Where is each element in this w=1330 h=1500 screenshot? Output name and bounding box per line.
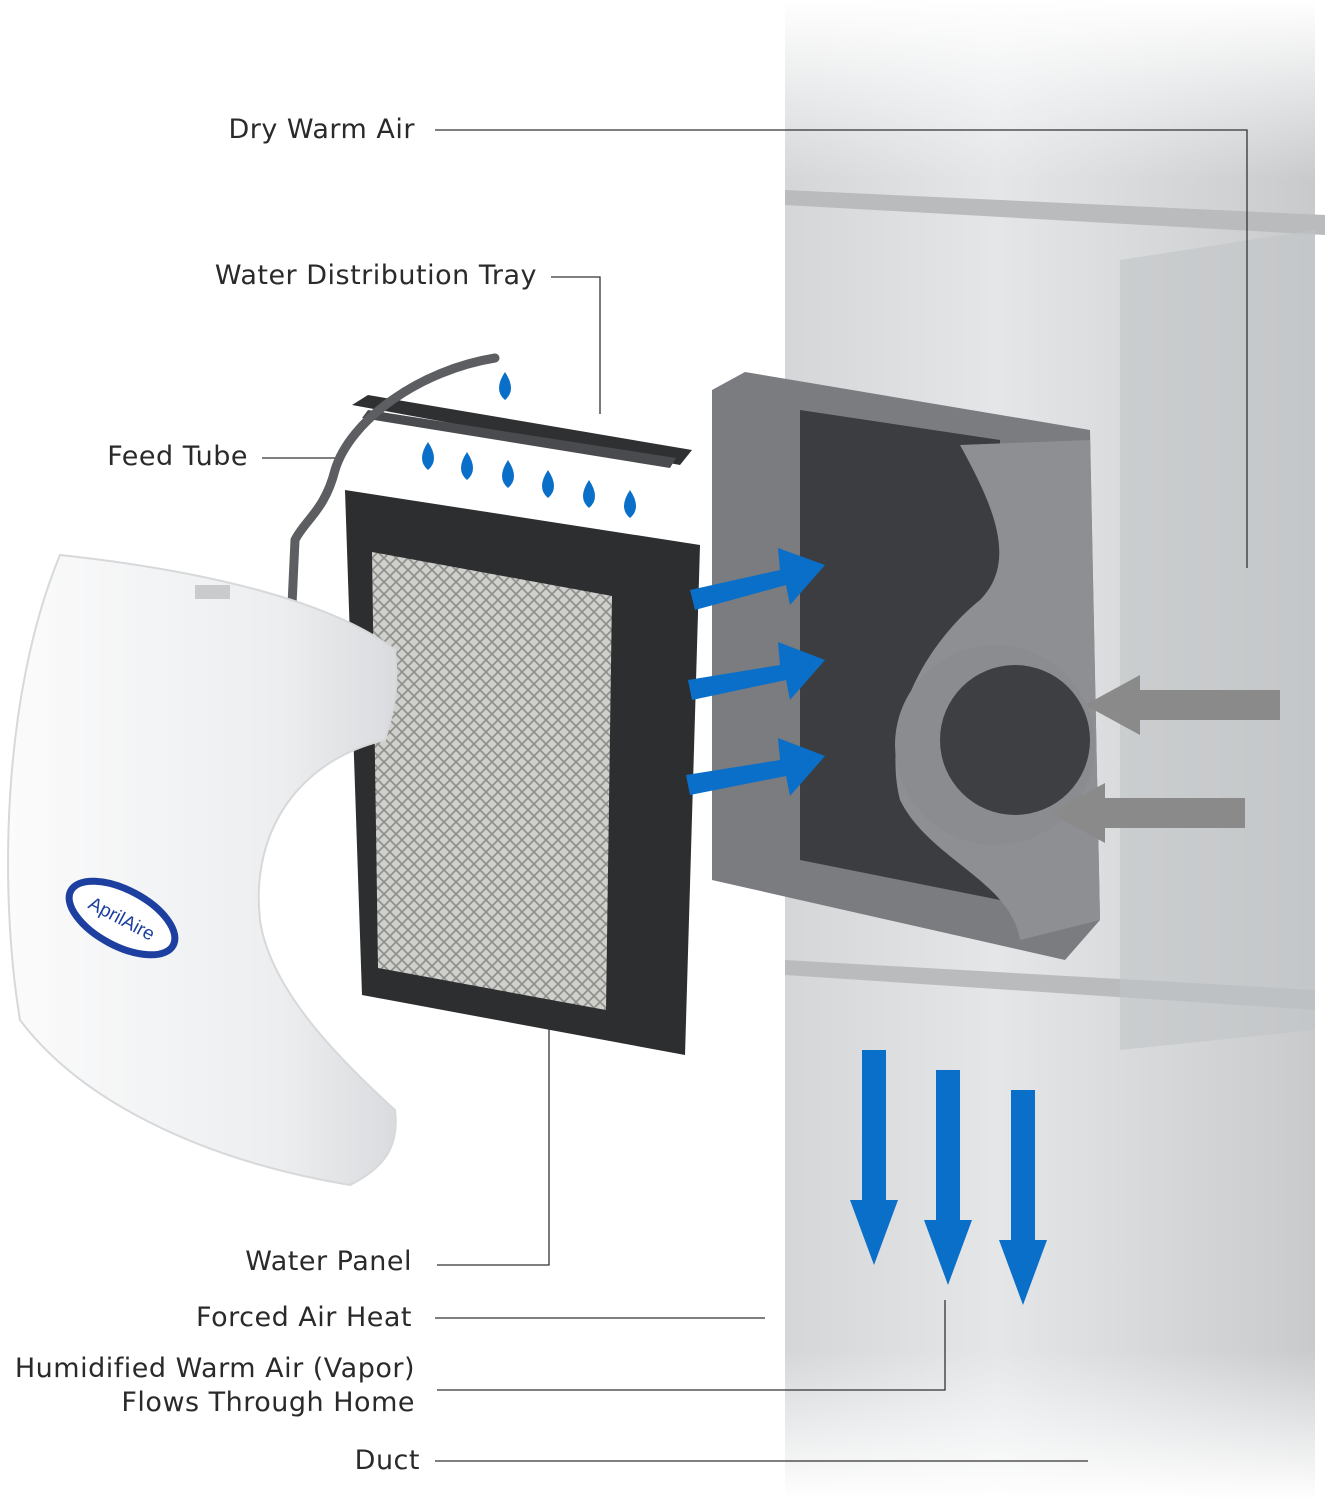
blue-arrow-down-3 <box>999 1090 1047 1305</box>
blue-arrow-2 <box>688 642 825 700</box>
water-drop-icon <box>583 480 595 508</box>
label-water-panel: Water Panel <box>245 1246 412 1277</box>
label-water-distribution-tray: Water Distribution Tray <box>214 260 537 291</box>
water-drop-icon <box>499 372 511 400</box>
leader-humidified-air <box>437 1300 946 1391</box>
water-drop-icon <box>461 452 473 480</box>
blue-airflow-arrows <box>686 548 1047 1305</box>
water-drop-icon <box>422 442 434 470</box>
water-panel <box>345 490 700 1055</box>
label-humidified-line2: Flows Through Home <box>121 1387 415 1418</box>
label-humidified-line1: Humidified Warm Air (Vapor) <box>14 1353 415 1384</box>
label-dry-warm-air: Dry Warm Air <box>228 114 415 145</box>
water-drop-icon <box>624 490 636 518</box>
blue-arrow-1 <box>690 548 825 610</box>
blue-arrow-3 <box>686 738 825 796</box>
water-drops <box>422 372 636 518</box>
leader-dry-warm-air <box>435 129 1248 568</box>
label-humidified-air: Humidified Warm Air (Vapor) Flows Throug… <box>15 1352 415 1420</box>
humidifier-cover: AprilAire <box>7 553 398 1187</box>
label-feed-tube: Feed Tube <box>107 441 248 472</box>
blue-arrow-down-1 <box>850 1050 898 1265</box>
gray-arrow-1 <box>1085 675 1280 735</box>
water-drop-icon <box>502 460 514 488</box>
blue-arrow-down-2 <box>924 1070 972 1285</box>
leader-water-distribution-tray <box>551 276 601 414</box>
water-drop-icon <box>542 470 554 498</box>
feed-tube <box>287 353 500 610</box>
label-duct: Duct <box>354 1445 420 1476</box>
gray-inlet-arrows <box>1050 675 1280 843</box>
humidifier-base <box>712 372 1100 960</box>
water-distribution-tray <box>352 395 692 468</box>
label-forced-air-heat: Forced Air Heat <box>196 1302 412 1333</box>
aprilaire-logo <box>65 877 179 959</box>
gray-arrow-2 <box>1050 783 1245 843</box>
